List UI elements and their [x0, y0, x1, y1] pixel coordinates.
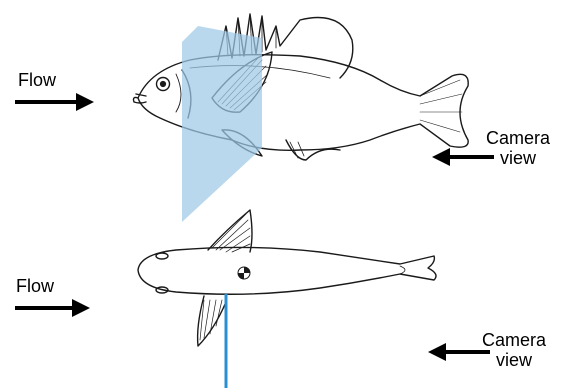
center-of-mass-marker: [238, 267, 250, 279]
arrow-right-icon: [15, 93, 94, 111]
camera-view-label-top-line2: view: [478, 148, 558, 168]
flow-label-bottom: Flow: [16, 276, 54, 296]
camera-view-label-bottom: Camera view: [474, 330, 554, 370]
camera-view-label-bottom-line2: view: [474, 350, 554, 370]
camera-view-label-top: Camera view: [478, 128, 558, 168]
fish-body-top: [138, 247, 436, 294]
camera-view-label-top-line1: Camera: [478, 128, 558, 148]
laser-sheet: [182, 26, 262, 222]
flow-label-top: Flow: [18, 70, 56, 90]
top-view-fish: [138, 210, 436, 346]
arrow-right-icon: [15, 299, 90, 317]
camera-view-label-bottom-line1: Camera: [474, 330, 554, 350]
